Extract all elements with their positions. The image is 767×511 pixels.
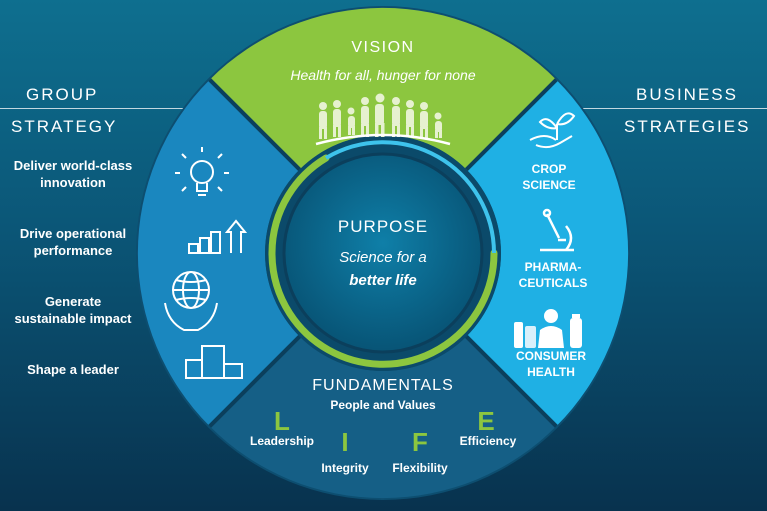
pharmaceuticals-line1: PHARMA- bbox=[525, 260, 582, 274]
fundamentals-subtitle: People and Values bbox=[330, 398, 436, 412]
business-strategies-segment bbox=[466, 79, 629, 427]
purpose-title: PURPOSE bbox=[338, 217, 428, 236]
purpose-circle bbox=[282, 152, 484, 354]
group-strategy-title-line2: STRATEGY bbox=[11, 117, 118, 136]
group-strategy-item-performance: Drive operational performance bbox=[0, 225, 146, 259]
letter-i: I bbox=[341, 427, 348, 457]
word-efficiency: Efficiency bbox=[460, 434, 517, 448]
globe-hands-icon bbox=[164, 271, 218, 331]
consumer-health-line1: CONSUMER bbox=[516, 349, 586, 363]
letter-e: E bbox=[477, 406, 494, 436]
center-ring-green-arc bbox=[268, 154, 498, 368]
group-strategy-title-line1: GROUP bbox=[26, 85, 99, 104]
group-strategy-item-line1: Deliver world-class bbox=[13, 158, 133, 173]
crop-science-line2: SCIENCE bbox=[522, 178, 575, 192]
lightbulb-icon bbox=[175, 147, 229, 196]
purpose-line1: Science for a bbox=[339, 249, 427, 266]
word-leadership: Leadership bbox=[250, 434, 314, 448]
group-strategy-item-line2: innovation bbox=[40, 175, 106, 190]
word-flexibility: Flexibility bbox=[392, 461, 448, 475]
group-strategy-item-line2: performance bbox=[33, 243, 113, 258]
consumer-products-icon bbox=[514, 309, 582, 348]
group-strategy-item-line1: Generate bbox=[44, 294, 102, 309]
people-ground-arc bbox=[315, 133, 451, 146]
group-strategy-item-line2: sustainable impact bbox=[14, 311, 132, 326]
fundamentals-segment bbox=[209, 336, 557, 499]
people-group-icon bbox=[319, 93, 442, 139]
vision-segment bbox=[209, 7, 557, 170]
pharmaceuticals-line2: CEUTICALS bbox=[519, 276, 588, 290]
group-strategy-item-line1: Shape a leader bbox=[27, 362, 119, 377]
word-integrity: Integrity bbox=[321, 461, 369, 475]
purpose-line2: better life bbox=[349, 272, 417, 289]
crop-science-line1: CROP bbox=[532, 162, 567, 176]
group-strategy-item-leader: Shape a leader bbox=[0, 361, 146, 378]
center-ring-blue-arc bbox=[324, 140, 496, 254]
vision-title: VISION bbox=[351, 39, 414, 56]
group-strategy-item-impact: Generate sustainable impact bbox=[0, 293, 146, 327]
vision-subtitle: Health for all, hunger for none bbox=[290, 67, 475, 83]
seedling-hand-icon bbox=[529, 112, 576, 149]
letter-l: L bbox=[274, 406, 290, 436]
microscope-icon bbox=[540, 208, 574, 252]
fundamentals-title: FUNDAMENTALS bbox=[312, 377, 454, 394]
group-strategy-item-line1: Drive operational bbox=[19, 226, 127, 241]
business-strategies-title-line2: STRATEGIES bbox=[624, 117, 751, 136]
bar-growth-icon bbox=[188, 219, 248, 254]
letter-f: F bbox=[412, 427, 428, 457]
segment-dividers bbox=[208, 78, 558, 428]
business-strategies-title-line1: BUSINESS bbox=[636, 85, 738, 104]
group-strategy-item-innovation: Deliver world-class innovation bbox=[0, 157, 146, 191]
consumer-health-line2: HEALTH bbox=[527, 365, 575, 379]
podium-icon bbox=[185, 345, 243, 379]
